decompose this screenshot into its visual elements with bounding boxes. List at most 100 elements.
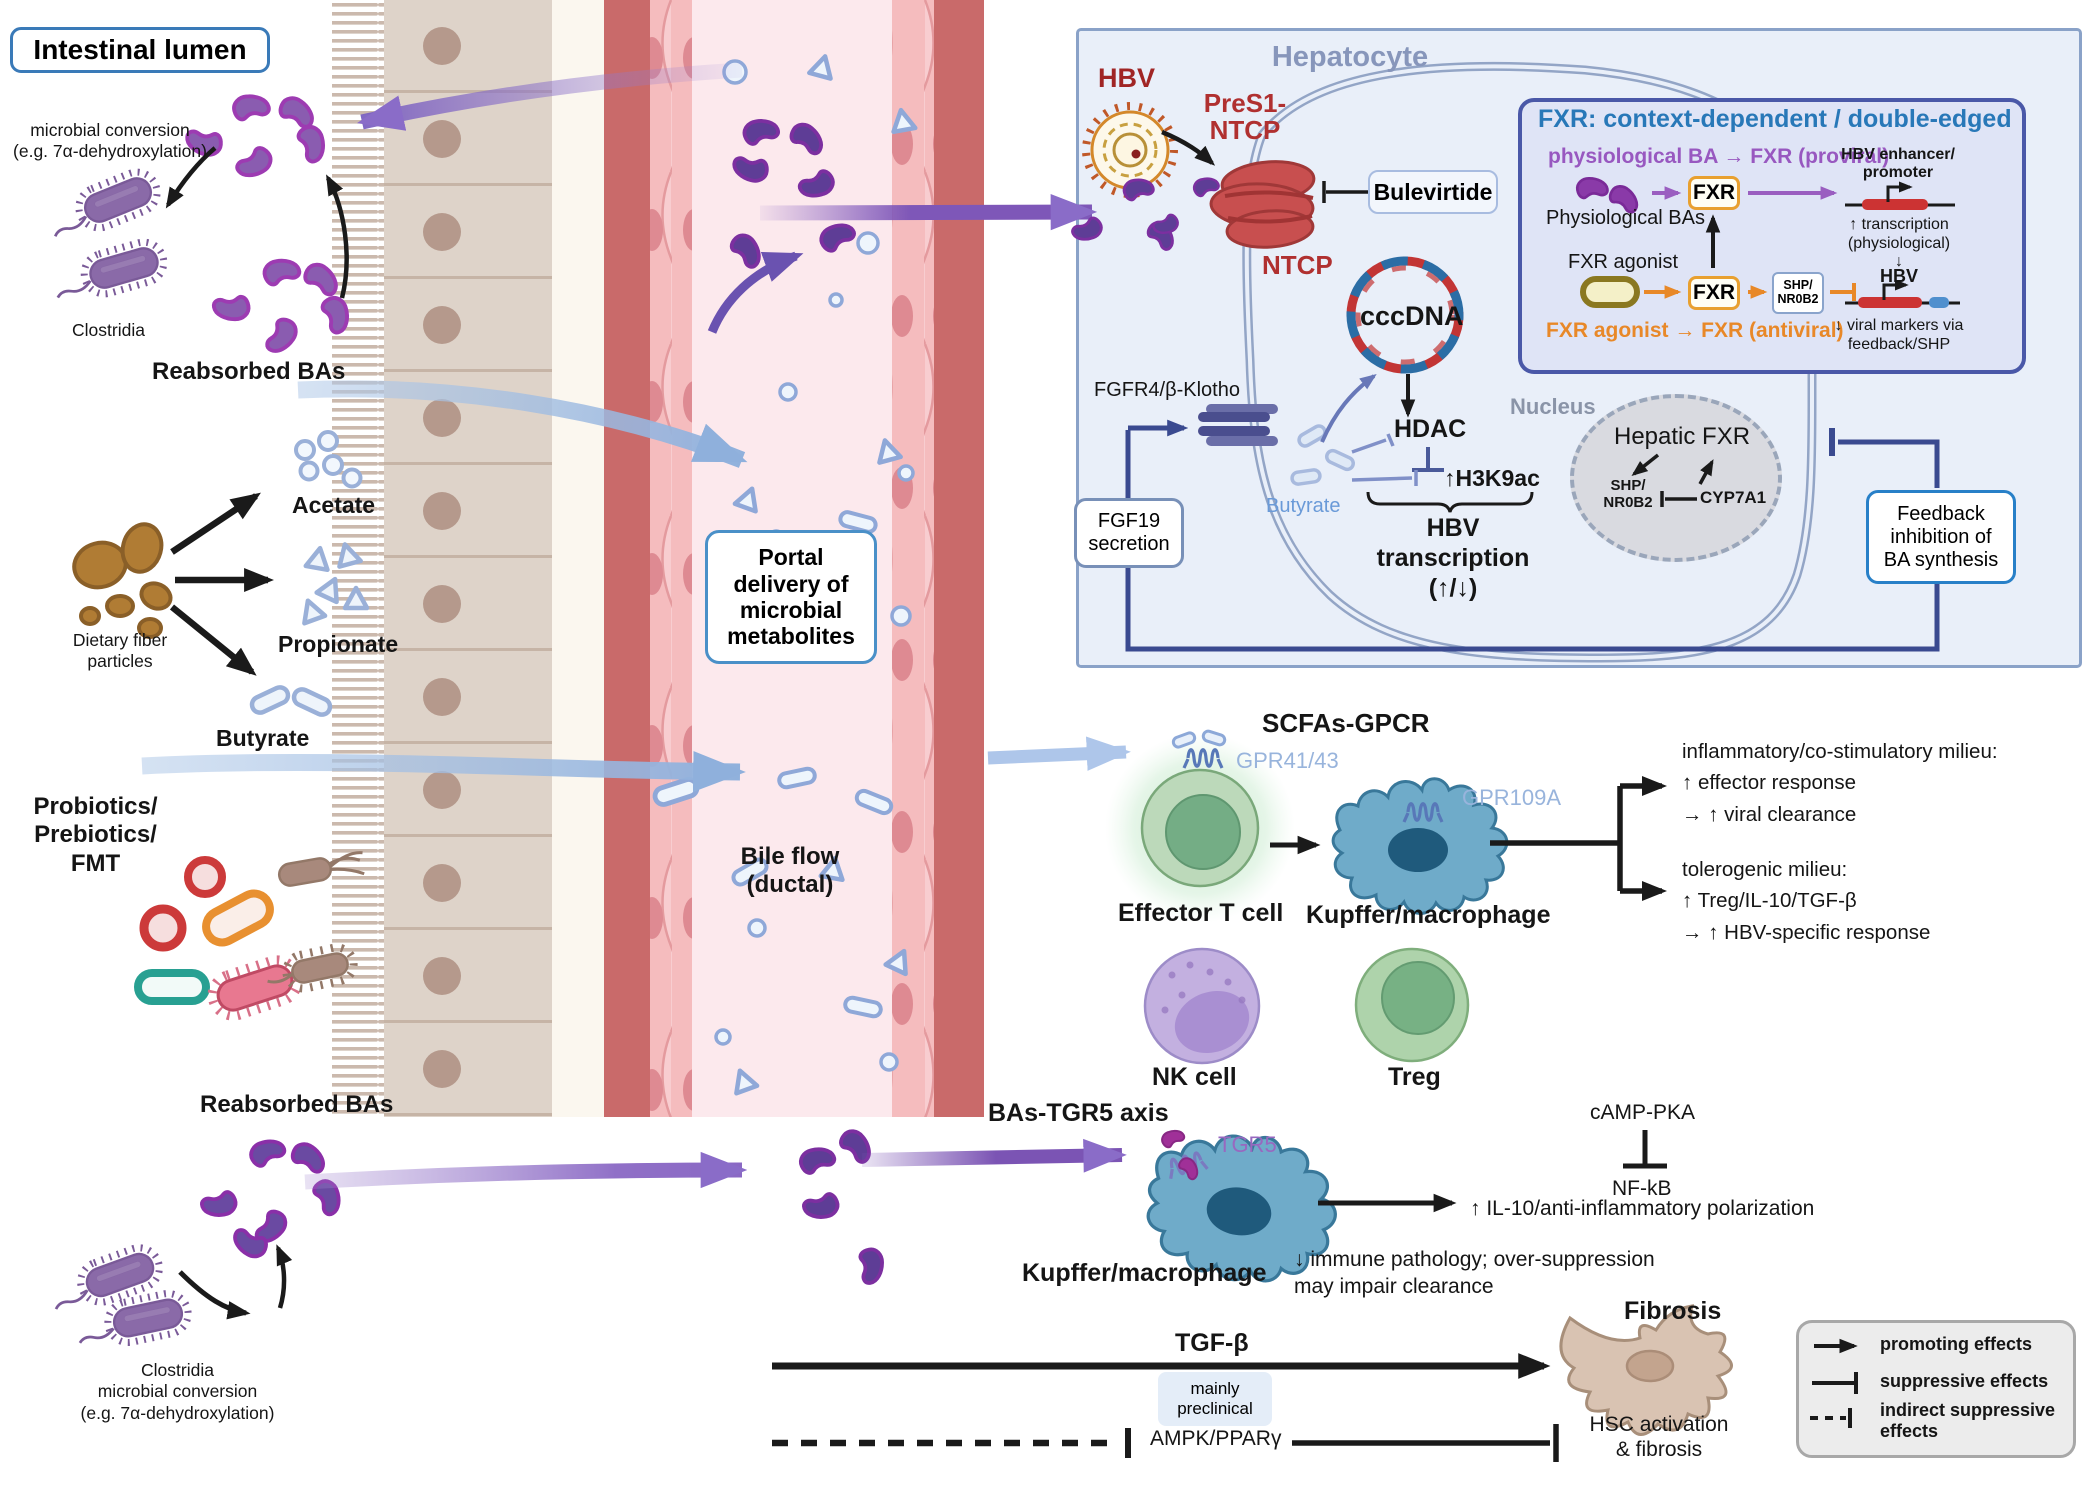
shp-box-label: SHP/ NR0B2	[1777, 278, 1819, 306]
nk-cell-label: NK cell	[1152, 1063, 1237, 1091]
antiviral-label: FXR agonist → FXR (antiviral)	[1546, 319, 1844, 342]
bas-into-vessel-arrow	[304, 1151, 748, 1190]
vessel-wall-left	[604, 0, 650, 1117]
butyrate-hep-label: Butyrate	[1266, 495, 1341, 517]
antiviral-arrows	[1644, 283, 1856, 301]
fgfr4-receptor-icon	[1198, 404, 1278, 446]
bile-flow-up-arrow	[707, 251, 804, 334]
tolerogenic-milieu-text: tolerogenic milieu: ↑ Treg/IL-10/TGF-β →…	[1682, 858, 1931, 944]
ampk-label: AMPK/PPARγ	[1150, 1427, 1282, 1450]
legend-indirect-label: indirect suppressive effects	[1880, 1400, 2056, 1441]
hbv-to-ntcp-arrow	[1161, 129, 1216, 166]
scfa-into-vessel-arrow	[297, 380, 748, 468]
fxr2-label: FXR	[1693, 281, 1735, 304]
treg-label: Treg	[1388, 1063, 1441, 1091]
camp-pka-label: cAMP-PKA	[1590, 1101, 1696, 1124]
ampk-suppresses-fibrosis	[1292, 1424, 1559, 1462]
h3k9ac-label: ↑H3K9ac	[1444, 465, 1540, 491]
bulevirtide-inhibition	[1322, 181, 1370, 203]
intestinal-lumen-title: Intestinal lumen	[33, 34, 247, 65]
fibrosis-label: Fibrosis	[1624, 1297, 1722, 1325]
nucleus-label: Nucleus	[1510, 394, 1596, 419]
dietary-fiber-label: Dietary fiber particles	[72, 630, 168, 672]
to-bas-arrow-bottom	[275, 1244, 293, 1309]
hbv-transcription-label: HBV transcription (↑/↓)	[1376, 514, 1530, 602]
nucleus-ellipse	[1570, 394, 1782, 562]
cccdna-icon	[1346, 256, 1464, 374]
butyrate-inhibits-h3k9ac	[1351, 470, 1418, 486]
clostridia-label: Clostridia	[72, 320, 145, 340]
gpr4143-label: GPR41/43	[1236, 748, 1339, 773]
camp-inhibits-nfkb	[1623, 1130, 1667, 1169]
il10-label: ↑ IL-10/anti-inflammatory polarization	[1470, 1197, 1815, 1220]
fgf19-label: FGF19 secretion	[1088, 510, 1170, 555]
shp-nr0b2-box: SHP/ NR0B2	[1772, 272, 1824, 314]
scfa-to-tcell-arrow	[987, 736, 1131, 771]
hbv-label: HBV	[1098, 63, 1156, 93]
bulevirtide-box: Bulevirtide	[1368, 170, 1498, 214]
kupffer1-label: Kupffer/macrophage	[1306, 901, 1551, 929]
butyrate-molecules	[249, 685, 333, 717]
butyrate-into-vessel-arrow	[141, 751, 746, 793]
treg-cell	[1354, 947, 1470, 1063]
fxr-agonist-pill	[1580, 276, 1640, 308]
conversion-arrow	[165, 146, 217, 209]
fxr1-label: FXR	[1693, 181, 1735, 204]
butyrate-inhibits-hdac	[1351, 433, 1395, 454]
effector-t-cell	[1140, 768, 1260, 888]
nk-cell	[1143, 947, 1261, 1065]
clostridia-conversion-label: Clostridia microbial conversion (e.g. 7α…	[80, 1360, 275, 1423]
tgr5-label: TGR5	[1218, 1132, 1277, 1157]
hepatocyte-title: Hepatocyte	[1271, 41, 1429, 73]
hbv-enhancer-label: HBV enhancer/ promoter	[1841, 146, 1955, 182]
proviral-label: physiological BA → FXR (proviral)	[1548, 145, 1890, 168]
bulevirtide-label: Bulevirtide	[1373, 178, 1493, 205]
epithelium-cells	[384, 0, 552, 1117]
nucleus-arrows	[1631, 453, 1714, 507]
cyp7a1-label: CYP7A1	[1700, 488, 1767, 507]
bas-tgr5-axis-label: BAs-TGR5 axis	[988, 1099, 1169, 1127]
dietary-fiber-particles	[72, 522, 173, 639]
fgf19-feedback-loop	[1125, 419, 1940, 652]
acetate-label: Acetate	[292, 492, 376, 518]
endothelium-left	[650, 0, 692, 1117]
bile-flow-label: Bile flow (ductal)	[740, 843, 840, 899]
hsc-label: HSC activation & fibrosis	[1589, 1413, 1729, 1462]
shp-nucleus-label: SHP/ NR0B2	[1603, 477, 1653, 511]
bas-into-hepatocyte-arrow	[759, 194, 1098, 231]
bas-tgr5-arrow	[861, 1138, 1127, 1173]
propionate-label: Propionate	[278, 631, 399, 657]
legend-glyphs	[1810, 1338, 1858, 1428]
effector-t-label: Effector T cell	[1118, 899, 1284, 927]
immune-pathology-label: ↓ immune pathology; over-suppression may…	[1294, 1248, 1655, 1299]
feedback-label: Feedback inhibition of BA synthesis	[1883, 502, 1999, 571]
ntcp-receptor	[1209, 160, 1316, 249]
mainly-preclinical-box: mainly preclinical	[1158, 1372, 1272, 1426]
probiotics-label: Probiotics/ Prebiotics/ FMT	[33, 793, 158, 877]
pres1-ntcp-label: PreS1- NTCP	[1203, 88, 1287, 146]
butyrate-label: Butyrate	[216, 725, 310, 751]
cccdna-label: cccDNA	[1360, 301, 1464, 331]
kupffer2-label: Kupffer/macrophage	[1022, 1259, 1267, 1287]
gene-diagram-physiological	[1845, 181, 1955, 210]
acetate-molecules	[294, 430, 363, 489]
transcription-brace	[1366, 491, 1534, 513]
feedback-box: Feedback inhibition of BA synthesis	[1866, 490, 2016, 584]
portal-delivery-label: Portal delivery of microbial metabolites	[727, 544, 855, 650]
hepatic-fxr-label: Hepatic FXR	[1614, 423, 1751, 450]
fxr-box-1: FXR	[1688, 176, 1740, 210]
transcription-label: ↑ transcription (physiological)	[1847, 216, 1951, 253]
scfas-gpcr-label: SCFAs-GPCR	[1262, 708, 1430, 738]
endothelium-right	[892, 0, 934, 1117]
intestinal-lumen-box: Intestinal lumen	[10, 27, 270, 73]
down-arrow-label: ↓	[1895, 253, 1903, 270]
fiber-to-butyrate-arrow	[169, 604, 257, 676]
hsc-cell	[1559, 1304, 1733, 1436]
fxr-agonist-label: FXR agonist	[1568, 251, 1679, 273]
microbial-conversion-label: microbial conversion (e.g. 7α-dehydroxyl…	[13, 120, 207, 162]
submucosa-band	[552, 0, 604, 1117]
fxr-panel-title: FXR: context-dependent / double-edged	[1538, 105, 2012, 133]
reabsorbed-bas-bottom-label: Reabsorbed BAs	[200, 1091, 394, 1118]
